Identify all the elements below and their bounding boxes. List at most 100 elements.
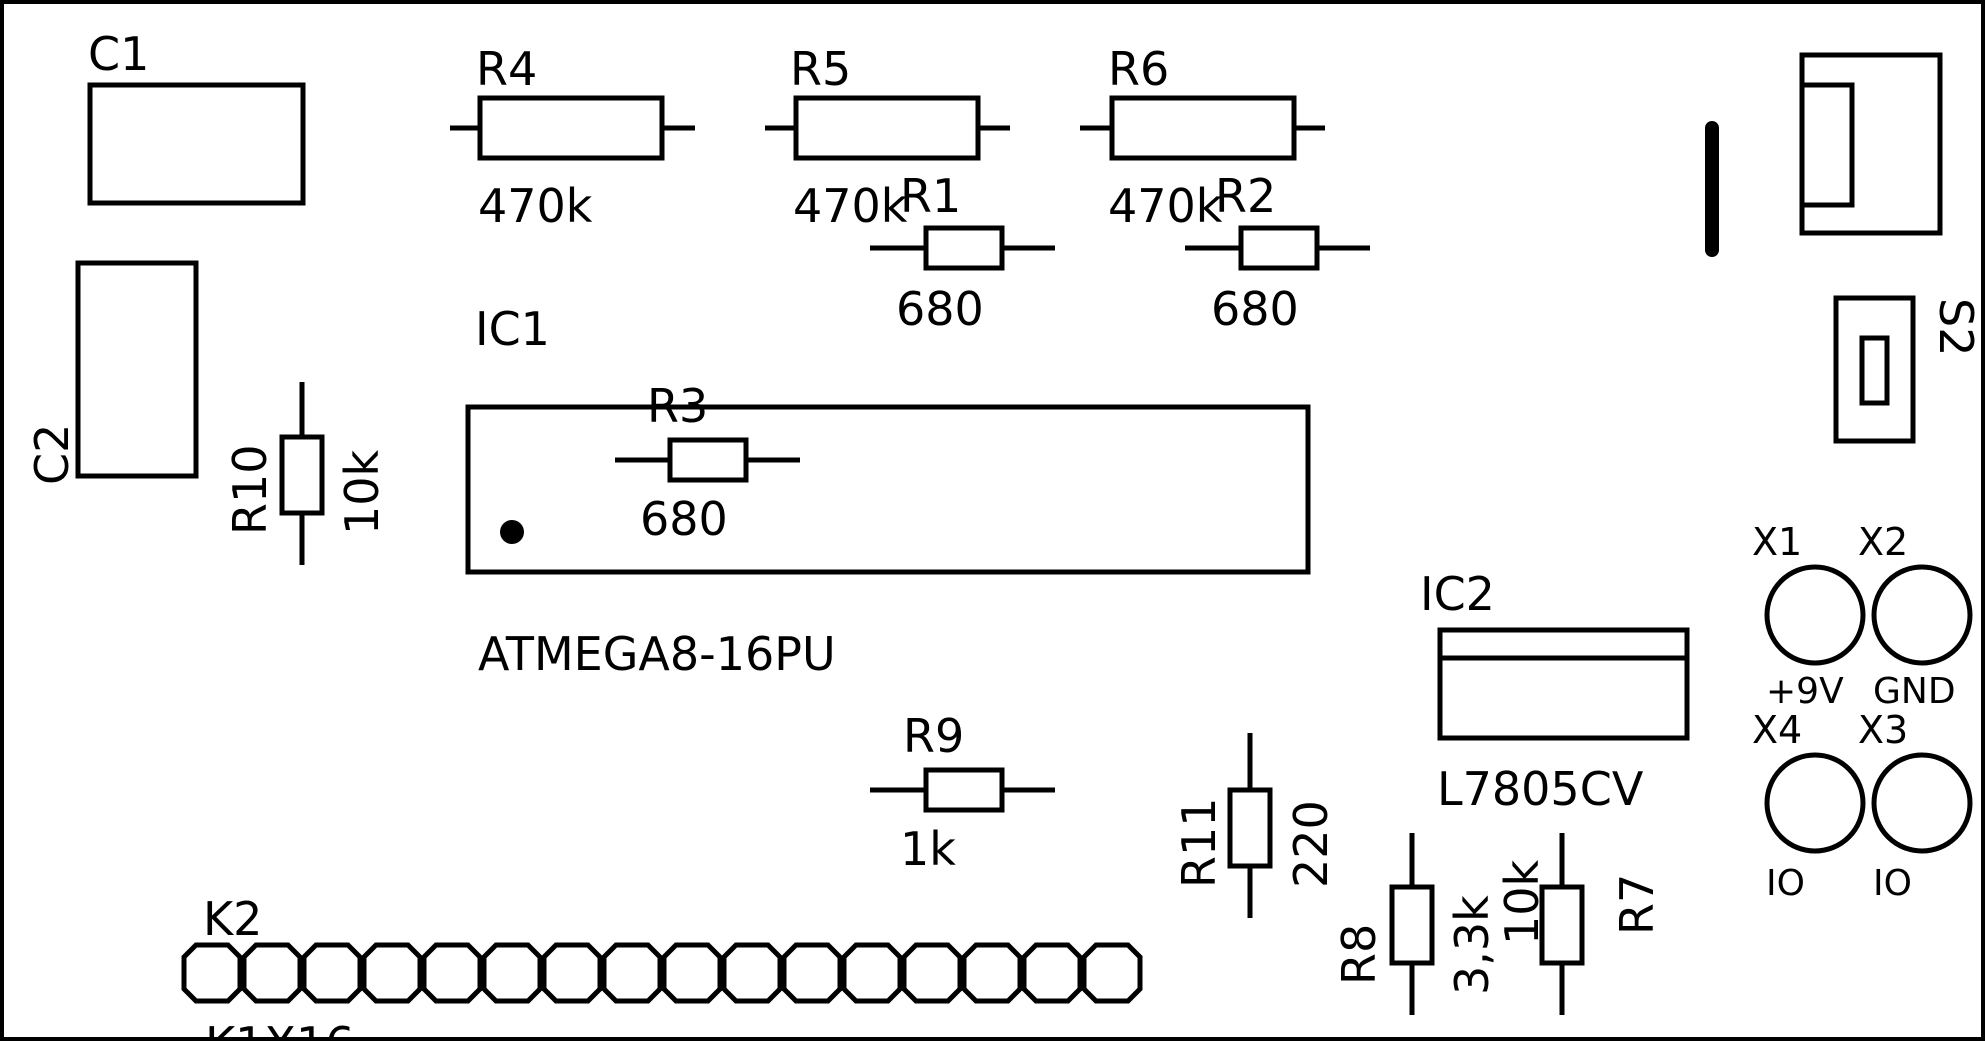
resistor-r7[interactable]: 10k R7 <box>1495 833 1664 1015</box>
resistor-r10[interactable]: R10 10k <box>223 382 389 565</box>
header-k2-pin-6 <box>481 942 543 1004</box>
resistor-r8-body <box>1389 884 1435 966</box>
ic-ic2-ref: IC2 <box>1420 567 1495 621</box>
header-k2-pin-11 <box>781 942 843 1004</box>
ic-ic2-body <box>1437 627 1690 741</box>
terminal-x1-signal: +9V <box>1766 671 1844 712</box>
resistor-r8-ref: R8 <box>1332 924 1386 985</box>
resistor-r2[interactable]: R2 680 <box>1185 169 1370 336</box>
terminal-x3-ref: X3 <box>1858 708 1908 752</box>
resistor-r2-body <box>1238 225 1320 271</box>
resistor-r10-body <box>279 434 325 516</box>
header-k2-pin-3 <box>301 942 363 1004</box>
resistor-r4[interactable]: R4 470k <box>450 42 695 233</box>
resistor-r5-body <box>793 95 981 161</box>
terminal-x4[interactable]: X4 IO <box>1752 708 1866 904</box>
header-k2-pin-13 <box>901 942 963 1004</box>
terminal-x3[interactable]: X3 IO <box>1858 708 1973 904</box>
resistor-r1-body <box>923 225 1005 271</box>
terminal-x4-signal: IO <box>1766 863 1805 904</box>
header-k2-pin-12 <box>841 942 903 1004</box>
switch-s2-ref: S2 <box>1929 298 1983 356</box>
resistor-r10-value: 10k <box>335 449 389 535</box>
header-k2-pin-9 <box>661 942 723 1004</box>
header-k2-pin-8 <box>601 942 663 1004</box>
header-k2-pin-14 <box>961 942 1023 1004</box>
ic-ic1[interactable]: IC1 ATMEGA8-16PU <box>465 302 1311 681</box>
terminal-x3-signal: IO <box>1873 863 1912 904</box>
resistor-r9-body <box>923 767 1005 813</box>
header-k2-pin-5 <box>421 942 483 1004</box>
resistor-r5-ref: R5 <box>790 42 851 96</box>
header-k2[interactable]: K2 K1X16 <box>181 892 1143 1041</box>
switch-s2[interactable]: S2 <box>1833 295 1983 444</box>
resistor-r11-body <box>1227 787 1273 869</box>
terminal-x2-pad <box>1871 564 1973 666</box>
ic-ic1-body <box>465 404 1311 575</box>
header-k2-pin-1 <box>181 942 243 1004</box>
header-k2-pin-16 <box>1081 942 1143 1004</box>
capacitor-c1-ref: C1 <box>88 27 149 81</box>
resistor-r2-value: 680 <box>1211 282 1299 336</box>
ic-ic1-ref: IC1 <box>475 302 550 356</box>
resistor-r4-value: 470k <box>478 179 593 233</box>
header-k2-pins <box>181 942 1143 1004</box>
header-k2-pin-7 <box>541 942 603 1004</box>
resistor-r9-ref: R9 <box>903 709 964 763</box>
resistor-r4-body <box>477 95 665 161</box>
resistor-r11[interactable]: R11 220 <box>1172 733 1338 918</box>
resistor-r10-ref: R10 <box>223 445 277 536</box>
capacitor-c2-ref: C2 <box>25 424 79 485</box>
resistor-r2-ref: R2 <box>1215 169 1276 223</box>
ic-ic1-pin1-dot <box>500 520 524 544</box>
resistor-r5-value: 470k <box>793 179 908 233</box>
header-k2-pin-15 <box>1021 942 1083 1004</box>
resistor-r7-value: 10k <box>1495 859 1549 945</box>
header-k2-pin-2 <box>241 942 303 1004</box>
terminal-x1-pad <box>1764 564 1866 666</box>
capacitor-c1-body <box>87 82 306 206</box>
resistor-r8[interactable]: R8 3,3k <box>1332 833 1499 1015</box>
terminal-x2-ref: X2 <box>1858 520 1908 564</box>
connector-inner <box>1799 82 1855 208</box>
resistor-r9[interactable]: R9 1k <box>870 709 1055 876</box>
resistor-r1-value: 680 <box>896 282 984 336</box>
terminal-x2[interactable]: X2 GND <box>1858 520 1973 712</box>
header-k2-part: K1X16 <box>205 1017 354 1041</box>
capacitor-c1[interactable]: C1 <box>87 27 306 206</box>
resistor-r6[interactable]: R6 470k <box>1080 42 1325 233</box>
resistor-r7-body <box>1539 884 1585 966</box>
switch-s2-body <box>1833 295 1916 444</box>
terminal-x1-ref: X1 <box>1752 520 1802 564</box>
resistor-r7-ref: R7 <box>1610 874 1664 935</box>
capacitor-c2[interactable]: C2 <box>25 260 199 485</box>
resistor-r11-ref: R11 <box>1172 798 1226 889</box>
ic-ic2-part: L7805CV <box>1437 762 1644 816</box>
resistor-r6-ref: R6 <box>1108 42 1169 96</box>
resistor-r1[interactable]: R1 680 <box>870 169 1055 336</box>
ic-ic2[interactable]: IC2 L7805CV <box>1420 567 1690 816</box>
resistor-r5[interactable]: R5 470k <box>765 42 1010 233</box>
resistor-r3[interactable]: R3 680 <box>615 379 800 546</box>
resistor-r11-value: 220 <box>1284 800 1338 888</box>
resistor-r4-ref: R4 <box>476 42 537 96</box>
switch-s2-actuator <box>1859 335 1890 406</box>
connector-top-right[interactable] <box>1705 52 1943 257</box>
terminal-x3-pad <box>1871 752 1973 854</box>
ic-ic1-part: ATMEGA8-16PU <box>478 627 836 681</box>
resistor-r6-body <box>1109 95 1297 161</box>
resistor-r3-value: 680 <box>640 492 728 546</box>
terminal-x4-pad <box>1764 752 1866 854</box>
header-k2-ref: K2 <box>203 892 262 946</box>
resistor-r3-body <box>667 437 749 483</box>
resistor-r6-value: 470k <box>1108 179 1223 233</box>
terminal-x2-signal: GND <box>1873 671 1956 712</box>
terminal-x1[interactable]: X1 +9V <box>1752 520 1866 712</box>
terminal-x4-ref: X4 <box>1752 708 1802 752</box>
resistor-r8-value: 3,3k <box>1445 895 1499 995</box>
capacitor-c2-body <box>75 260 199 479</box>
header-k2-pin-10 <box>721 942 783 1004</box>
resistor-r9-value: 1k <box>900 822 956 876</box>
